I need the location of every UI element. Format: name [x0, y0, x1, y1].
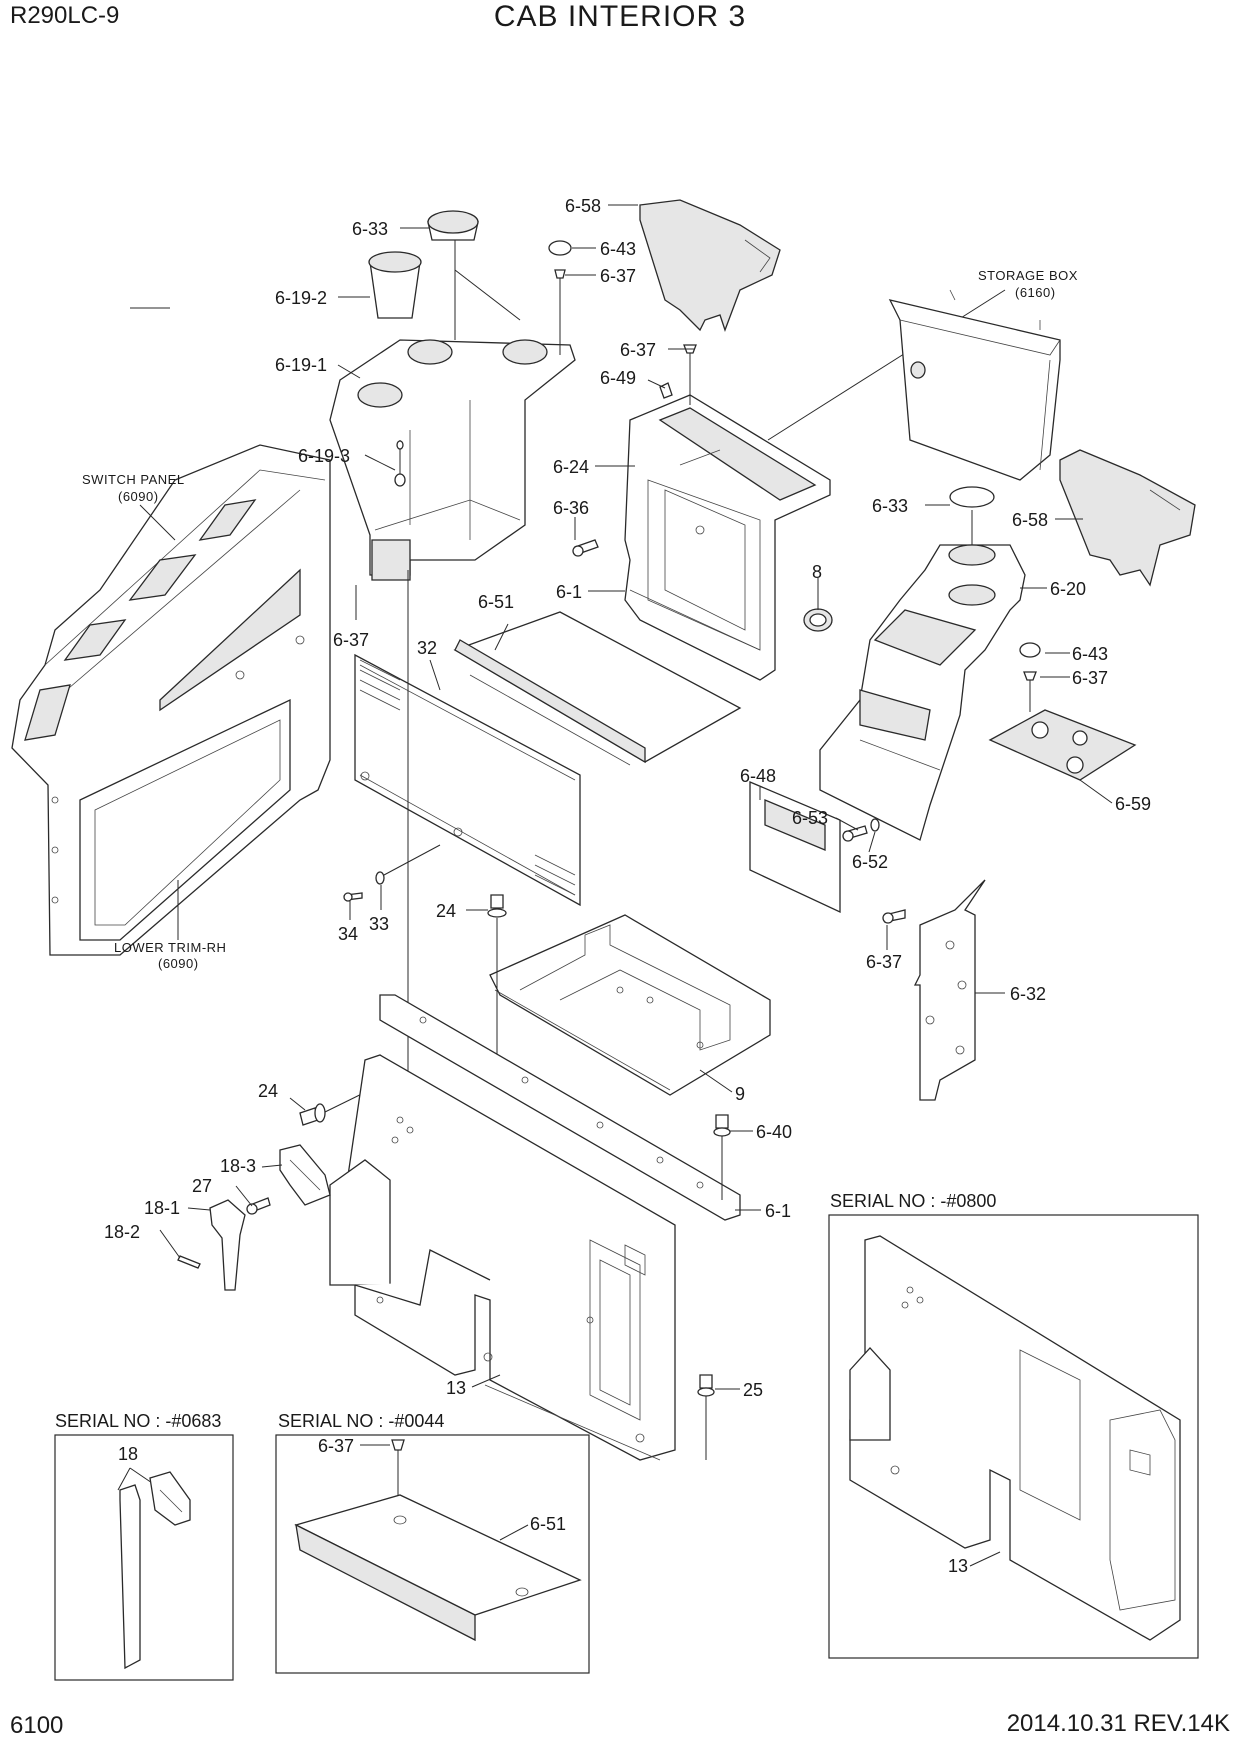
- callout-6-43b: 6-43: [1072, 644, 1108, 664]
- handle-part: [749, 781, 841, 914]
- vent-grid-1: [359, 659, 401, 711]
- callout-6-37d: 6-37: [1072, 668, 1108, 688]
- screw-washer-part: [842, 818, 880, 842]
- serial-label-0683: SERIAL NO : -#0683: [55, 1411, 221, 1431]
- vent-grid-2: [534, 854, 576, 896]
- pin-18-2-part: [177, 1255, 201, 1269]
- callout-6-59: 6-59: [1115, 794, 1151, 814]
- serial-0800-callout-13: 13: [948, 1556, 968, 1576]
- armrest-pad-top-part: [639, 199, 781, 332]
- callout-8: 8: [812, 562, 822, 582]
- console-box-right-part: [819, 486, 1026, 841]
- callout-6-32: 6-32: [1010, 984, 1046, 1004]
- base-frame-part: [489, 914, 771, 1096]
- callout-6-49: 6-49: [600, 368, 636, 388]
- callout-6-37a: 6-37: [600, 266, 636, 286]
- callout-18-1: 18-1: [144, 1198, 180, 1218]
- callout-13a: 13: [446, 1378, 466, 1398]
- model-name: R290LC-9: [10, 2, 120, 29]
- callout-6-37c: 6-37: [333, 630, 369, 650]
- screw-34-washer-33: [343, 844, 441, 902]
- cap-top-part: [427, 210, 521, 340]
- serial-0044-callout-6-51: 6-51: [530, 1514, 566, 1534]
- callout-24a: 24: [436, 901, 456, 921]
- leader-lines: [130, 204, 1113, 1390]
- callout-6-1a: 6-1: [556, 582, 582, 602]
- callout-6-58b: 6-58: [1012, 510, 1048, 530]
- serial-label-0044: SERIAL NO : -#0044: [278, 1411, 444, 1431]
- callout-6-24: 6-24: [553, 457, 589, 477]
- cover-panel-part: [354, 570, 581, 1120]
- lower-trim-rh-part: [11, 444, 331, 956]
- callout-18-2: 18-2: [104, 1222, 140, 1242]
- callout-6-51: 6-51: [478, 592, 514, 612]
- lever-18-1-part: [209, 1199, 246, 1291]
- callout-6-43a: 6-43: [600, 239, 636, 259]
- page-title: CAB INTERIOR 3: [493, 0, 747, 33]
- callout-6-37e: 6-37: [866, 952, 902, 972]
- side-bracket-part: [882, 879, 986, 1101]
- small-fasteners-right: [1019, 642, 1041, 712]
- callout-6-1b: 6-1: [765, 1201, 791, 1221]
- assembly-notes: SWITCH PANEL (6090) STORAGE BOX (6160) L…: [82, 268, 1078, 971]
- callout-6-53: 6-53: [792, 808, 828, 828]
- callout-32: 32: [417, 638, 437, 658]
- bolt-24-lower-part: [299, 1084, 381, 1126]
- serial-box-0800: SERIAL NO : -#0800 13: [828, 1191, 1199, 1659]
- bolt-24-upper-part: [487, 894, 507, 1080]
- screw-27-part: [246, 1197, 271, 1215]
- switch-panel-ref: (6090): [118, 489, 159, 504]
- callout-34: 34: [338, 924, 358, 944]
- page-number: 6100: [10, 1712, 64, 1739]
- revision-date: 2014.10.31 REV.14K: [1006, 1710, 1230, 1737]
- console-frame-part: [624, 394, 831, 681]
- serial-0683-callout-18: 18: [118, 1444, 138, 1464]
- callout-9: 9: [735, 1084, 745, 1104]
- callout-24b: 24: [258, 1081, 278, 1101]
- armrest-pad-right-part: [1059, 449, 1196, 587]
- lower-trim-note: LOWER TRIM-RH: [114, 940, 226, 955]
- callout-25: 25: [743, 1380, 763, 1400]
- screw-6-36-part: [572, 539, 599, 557]
- storage-box-part: [888, 289, 1061, 481]
- pad-plate-part: [988, 709, 1137, 781]
- console-box-left-part: [329, 339, 576, 581]
- serial-0044-callout-6-37: 6-37: [318, 1436, 354, 1456]
- pin-part: [394, 440, 406, 487]
- callout-27: 27: [192, 1176, 212, 1196]
- long-bracket-part: [379, 994, 741, 1221]
- cup-holder-part: [368, 251, 422, 319]
- callout-6-37b: 6-37: [620, 340, 656, 360]
- bolt-6-40-part: [713, 1114, 731, 1200]
- tray-part: [453, 611, 742, 766]
- callout-6-33b: 6-33: [872, 496, 908, 516]
- callout-6-58a: 6-58: [565, 196, 601, 216]
- switch-18-3-part: [279, 1144, 331, 1206]
- switch-panel-note: SWITCH PANEL: [82, 472, 185, 487]
- callout-6-19-1: 6-19-1: [275, 355, 327, 375]
- callout-labels: 6-58 6-33 6-43 6-37 6-19-2 6-19-1 6-37 6…: [104, 196, 1151, 1400]
- serial-box-0044: SERIAL NO : -#0044 6-37 6-51: [275, 1411, 590, 1674]
- callout-18-3: 18-3: [220, 1156, 256, 1176]
- storage-box-ref: (6160): [1015, 285, 1056, 300]
- serial-label-0800: SERIAL NO : -#0800: [830, 1191, 996, 1211]
- callout-6-52: 6-52: [852, 852, 888, 872]
- serial-box-0683: SERIAL NO : -#0683 18: [54, 1411, 234, 1681]
- callout-6-40: 6-40: [756, 1122, 792, 1142]
- callout-6-20: 6-20: [1050, 579, 1086, 599]
- grommet-part: [803, 608, 833, 632]
- callout-6-19-2: 6-19-2: [275, 288, 327, 308]
- storage-box-note: STORAGE BOX: [978, 268, 1078, 283]
- lower-trim-ref: (6090): [158, 956, 199, 971]
- back-plate-part: [329, 1054, 676, 1461]
- bolt-25-part: [697, 1374, 715, 1460]
- callout-6-36: 6-36: [553, 498, 589, 518]
- callout-6-48: 6-48: [740, 766, 776, 786]
- callout-33: 33: [369, 914, 389, 934]
- callout-6-33a: 6-33: [352, 219, 388, 239]
- callout-6-19-3: 6-19-3: [298, 446, 350, 466]
